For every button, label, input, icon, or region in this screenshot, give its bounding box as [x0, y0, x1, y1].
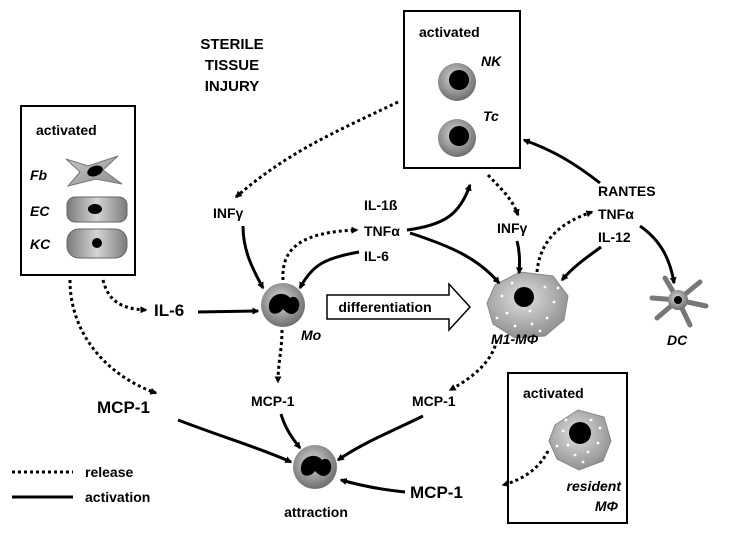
tc-label: Tc [483, 108, 499, 124]
release-arrow-top-to-infg-right [486, 173, 520, 217]
left-box-heading: activated [36, 122, 97, 138]
endothelial-cell [66, 196, 128, 223]
release-arrow-top-to-infg [234, 100, 399, 199]
resident-box-heading: activated [523, 385, 584, 401]
activation-arrow-mcp1-bottom-to-attraction [339, 478, 406, 494]
release-arrow-box-to-il6 [101, 279, 148, 314]
il6-left-label: IL-6 [154, 301, 184, 320]
rantes-label: RANTES [598, 183, 656, 199]
mcp1-left-label: MCP-1 [97, 398, 150, 417]
release-arrow-mo-to-mcp1 [274, 329, 284, 384]
mcp1-mo-label: MCP-1 [251, 393, 295, 409]
activation-arrow-il6-to-mo-left [197, 307, 260, 315]
differentiation-arrow [326, 282, 472, 332]
top-box-heading: activated [419, 24, 480, 40]
il1b-label: IL-1ß [364, 197, 398, 213]
fibroblast-cell [65, 155, 123, 187]
ec-label: EC [30, 203, 50, 219]
legend-release-label: release [85, 464, 133, 480]
mcp1-m1-label: MCP-1 [412, 393, 456, 409]
resident-label-1: resident [567, 478, 623, 494]
m1-label: M1-MΦ [491, 331, 539, 347]
title-line-2: TISSUE [205, 57, 259, 74]
resident-label-2: MΦ [595, 498, 619, 514]
infg-right-label: INFγ [497, 220, 528, 236]
activation-arrow-il6-to-mo [298, 250, 360, 290]
mo-label: Mo [301, 327, 322, 343]
release-arrow-m1-to-mcp1 [448, 339, 499, 392]
attracted-monocyte-cell [293, 445, 337, 489]
title-line-3: INJURY [205, 78, 259, 95]
keratinocyte-cell [66, 228, 128, 259]
activation-arrow-infg-to-mo [241, 225, 265, 290]
activation-arrow-tnfa-to-top [406, 183, 472, 232]
release-arrow-m1-to-rantes [535, 210, 594, 273]
title-line-1: STERILE [200, 36, 263, 53]
activation-arrow-tnfa-to-m1 [409, 231, 501, 285]
il6-mid-label: IL-6 [364, 248, 389, 264]
activation-arrow-infg-to-m1 [515, 240, 523, 275]
il12-label: IL-12 [598, 229, 631, 245]
activation-arrow-mcp1-m1-to-attraction [336, 414, 424, 462]
activation-arrow-rantes-to-top [522, 138, 601, 185]
release-arrow-mo-to-cytokines [281, 226, 359, 281]
dendritic-cell-nucleus [674, 296, 682, 304]
infg-left-label: INFγ [213, 205, 244, 221]
m1-macrophage-cell [486, 271, 569, 339]
differentiation-label: differentiation [338, 299, 431, 315]
activation-arrow-mcp1-mo-to-attraction [279, 413, 302, 450]
activation-arrow-il12-to-m1 [560, 245, 602, 282]
nk-label: NK [481, 53, 502, 69]
fb-label: Fb [30, 167, 48, 183]
monocyte-cell [261, 283, 305, 327]
resident-macrophage-cell [548, 409, 612, 471]
kc-label: KC [30, 236, 51, 252]
nk-cell [438, 63, 476, 101]
legend: release activation [12, 464, 150, 505]
dc-label: DC [667, 332, 688, 348]
activation-arrow-il12-to-dc [639, 224, 677, 285]
mcp1-bottom-label: MCP-1 [410, 483, 463, 502]
tnfa-mid-label: TNFα [364, 223, 400, 239]
tnfa-right-label: TNFα [598, 206, 634, 222]
attraction-label: attraction [284, 504, 348, 520]
activation-arrow-mcp1-left-to-attraction [177, 418, 293, 464]
release-arrow-box-to-mcp1 [68, 279, 158, 395]
tc-cell [438, 119, 476, 157]
legend-activation-label: activation [85, 489, 150, 505]
